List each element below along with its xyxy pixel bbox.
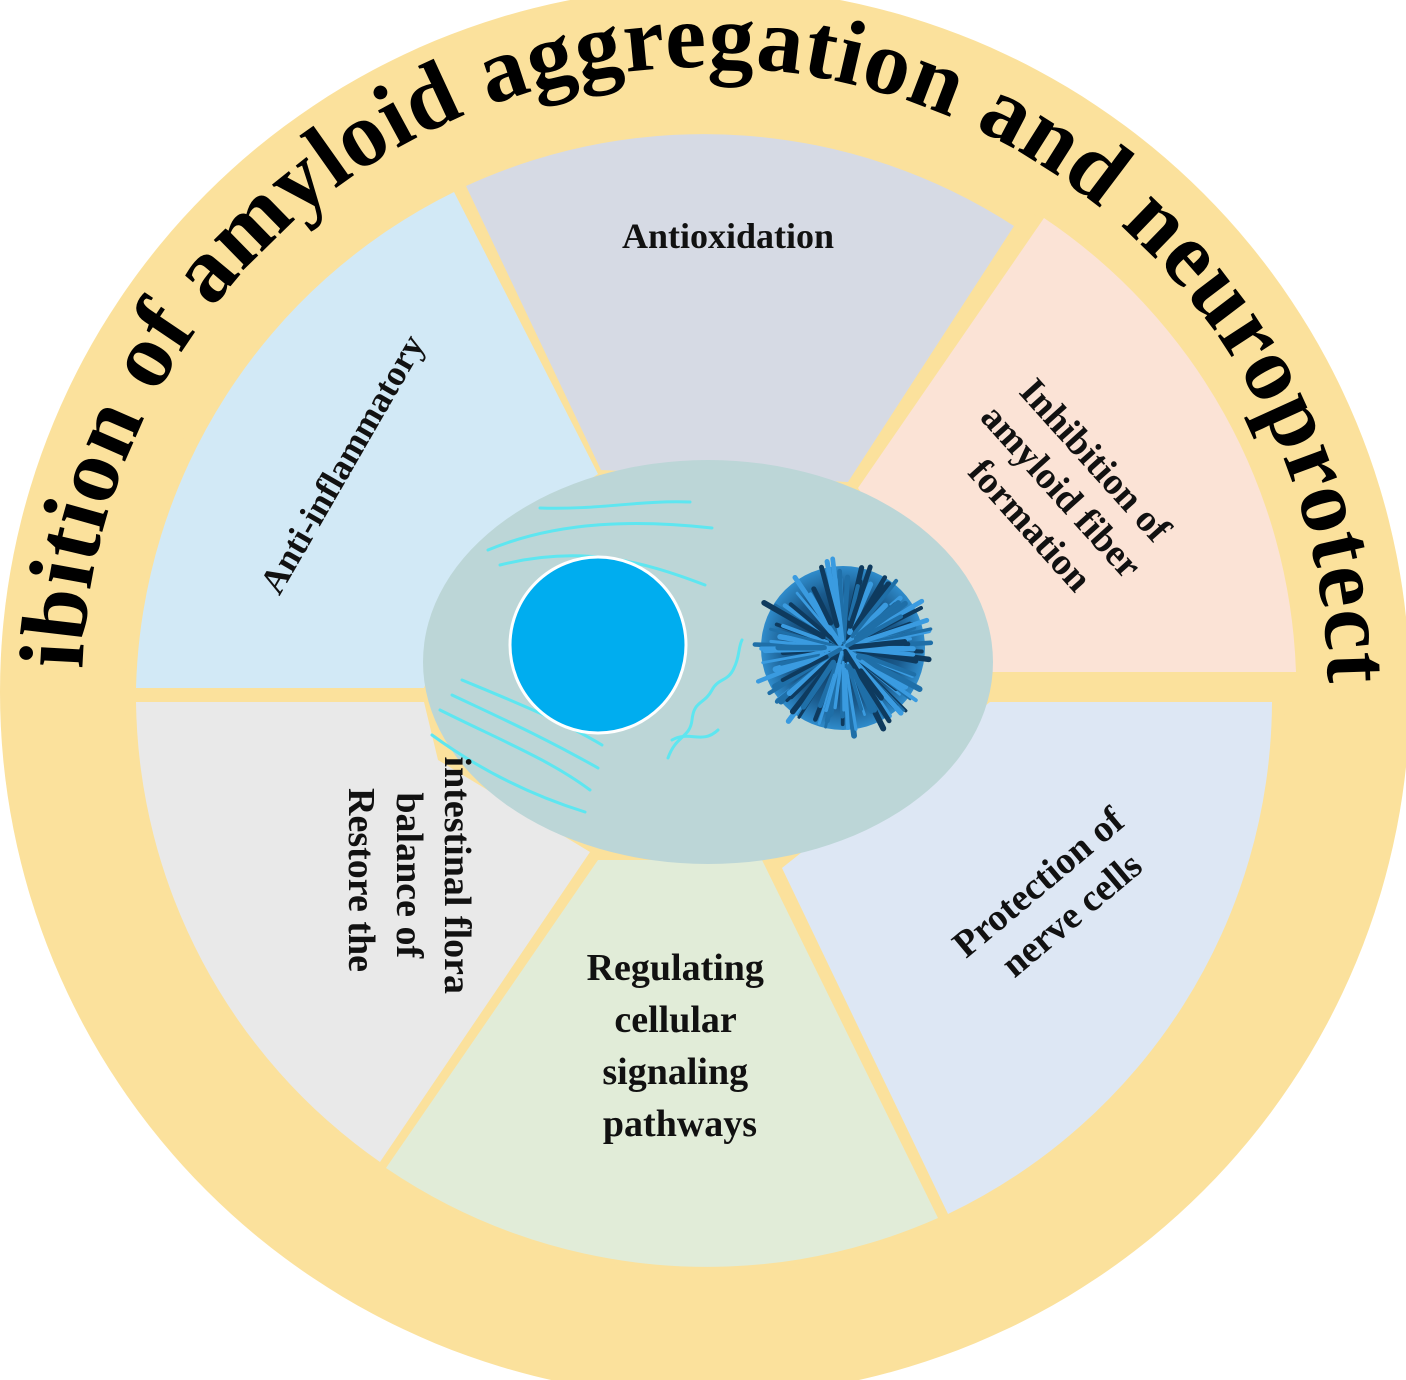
nanoparticle-spike (761, 599, 826, 640)
label-line: signaling (602, 1051, 748, 1093)
nanoparticle-spike (824, 650, 844, 713)
nanoparticle-spike (830, 556, 845, 643)
label-line: pathways (603, 1103, 757, 1145)
nanoparticle-spike (779, 652, 820, 666)
nanoparticle-spike (848, 639, 908, 650)
nanoparticle-spike (761, 649, 829, 664)
cell-nucleus (508, 555, 688, 735)
label-line: Regulating (587, 947, 764, 989)
nanoparticle-spike (808, 592, 831, 627)
nanoparticle-spike (800, 659, 837, 710)
nanoparticle-spike (850, 578, 899, 639)
nanoparticle-spike (845, 614, 904, 648)
nanoparticle-spike (833, 663, 843, 710)
label-line: Restore the (340, 788, 382, 972)
nanoparticle-spike (769, 627, 843, 650)
nanoparticle-spike (781, 623, 829, 645)
label-antioxidation: Antioxidation (622, 216, 834, 256)
nanoparticle-spike (858, 668, 884, 701)
nanoparticle-spike (842, 648, 904, 716)
nanoparticle-spike (856, 653, 923, 692)
nanoparticle-spike (777, 633, 834, 649)
label-line: intestinal flora (436, 757, 478, 994)
segment-amyloid-fiber (858, 218, 1296, 672)
nanoparticle-spike (842, 649, 892, 724)
segment-antioxidation (466, 134, 1014, 483)
label-intestinal-flora: intestinal flora balance of Restore the (340, 757, 478, 1004)
nanoparticle-spike (817, 662, 839, 709)
nanoparticle-spike (845, 669, 858, 731)
segment-anti-inflammatory (136, 192, 598, 688)
nanoparticle-spike (841, 661, 846, 712)
nanoparticle (752, 556, 934, 739)
nanoparticle-spike (847, 584, 860, 622)
nanoparticle-spike (846, 663, 864, 712)
label-line: Antioxidation (622, 216, 834, 256)
nanoparticle-spike (811, 586, 834, 626)
segment-intestinal-flora (136, 702, 590, 1162)
nanoparticle-spike (860, 659, 918, 703)
nanoparticle-spike (849, 617, 930, 648)
nanoparticle-spike (853, 600, 908, 641)
segment-signaling (386, 860, 938, 1267)
nanoparticle-spike (840, 574, 851, 645)
nanoparticle-spike (864, 627, 933, 645)
cell-body (423, 460, 993, 864)
amyloid-fibrils (430, 500, 744, 814)
nanoparticle-spike (847, 564, 873, 629)
nanoparticle-spike (792, 575, 843, 646)
nanoparticle-spike (842, 667, 850, 731)
nanoparticle-spike (788, 602, 843, 648)
label-line: balance of (388, 792, 430, 959)
label-line: cellular (614, 999, 737, 1041)
nanoparticle-spike (850, 668, 874, 714)
segment-nerve-cells (782, 702, 1272, 1214)
nanoparticle-spike (855, 648, 919, 664)
nanoparticle-spike (852, 575, 888, 632)
nanoparticle-spike (780, 654, 829, 683)
label-signaling: Regulating cellular signaling pathways (587, 947, 774, 1145)
nanoparticle-spike (819, 564, 840, 629)
segments-group (136, 134, 1296, 1267)
